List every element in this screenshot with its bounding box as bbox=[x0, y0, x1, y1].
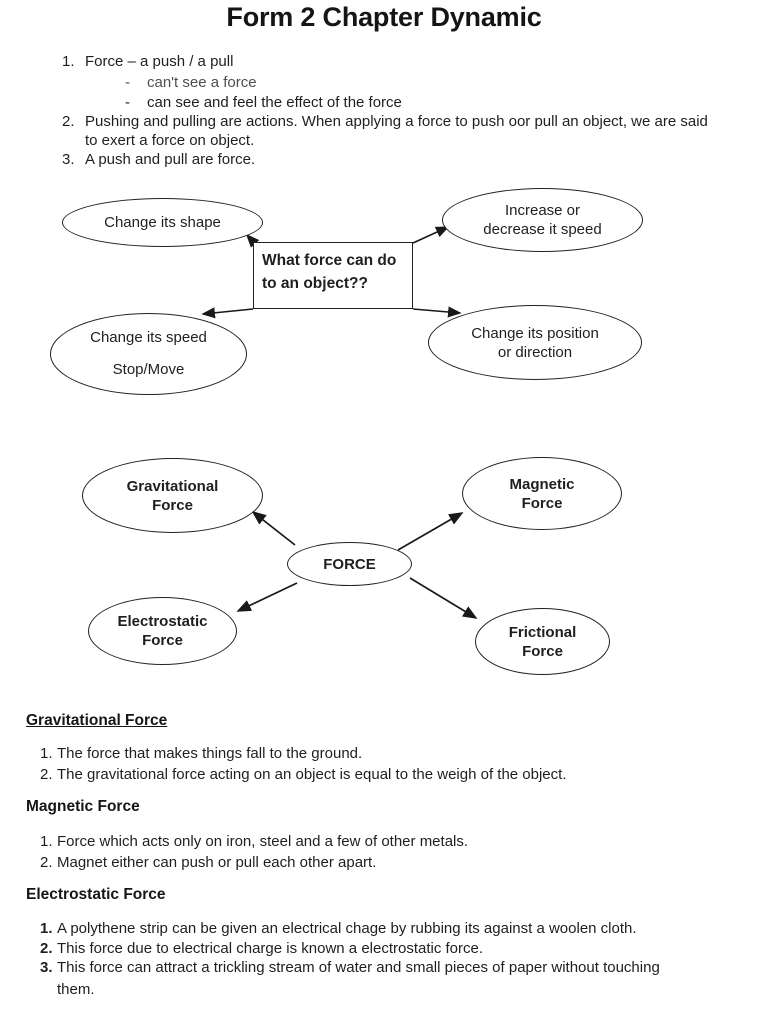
list-item: This force due to electrical charge is k… bbox=[57, 940, 484, 957]
list-item: The force that makes things fall to the … bbox=[57, 745, 363, 762]
list-number: 3. bbox=[40, 959, 53, 976]
section-heading-electrostatic: Electrostatic Force bbox=[26, 886, 166, 903]
center-question-box: What force can do to an object?? bbox=[253, 242, 413, 309]
arrow bbox=[236, 582, 298, 612]
list-item: Force – a push / a pull bbox=[85, 53, 234, 70]
list-item: Force which acts only on iron, steel and… bbox=[57, 833, 469, 850]
arrow bbox=[397, 512, 464, 551]
list-number: 1. bbox=[40, 833, 53, 850]
list-item: This force can attract a trickling strea… bbox=[57, 959, 660, 976]
list-item: Pushing and pulling are actions. When ap… bbox=[85, 113, 708, 130]
list-item-continued: to exert a force on object. bbox=[85, 132, 255, 149]
ellipse-increase-decrease-speed: Increase or decrease it speed bbox=[442, 188, 643, 252]
arrow bbox=[412, 226, 450, 244]
sub-item: can't see a force bbox=[147, 74, 257, 91]
ellipse-gravitational-force: Gravitational Force bbox=[82, 458, 263, 533]
arrow bbox=[201, 307, 254, 319]
ellipse-change-speed-stop-move: Change its speed Stop/Move bbox=[50, 313, 247, 395]
list-number: 1. bbox=[62, 53, 75, 70]
arrow bbox=[251, 510, 296, 546]
list-number: 2. bbox=[62, 113, 75, 130]
list-item: A polythene strip can be given an electr… bbox=[57, 920, 637, 937]
section-heading-magnetic: Magnetic Force bbox=[26, 798, 140, 815]
list-item: The gravitational force acting on an obj… bbox=[57, 766, 567, 783]
sub-item: can see and feel the effect of the force bbox=[147, 94, 402, 111]
arrow bbox=[412, 306, 462, 318]
list-item: Magnet either can push or pull each othe… bbox=[57, 854, 377, 871]
list-number: 1. bbox=[40, 920, 53, 937]
section-heading-gravitational: Gravitational Force bbox=[26, 712, 168, 729]
dash-bullet: - bbox=[125, 94, 130, 111]
ellipse-change-position-direction: Change its position or direction bbox=[428, 305, 642, 380]
ellipse-force-center: FORCE bbox=[287, 542, 412, 586]
list-number: 1. bbox=[40, 745, 53, 762]
ellipse-frictional-force: Frictional Force bbox=[475, 608, 610, 675]
page-title: Form 2 Chapter Dynamic bbox=[226, 2, 542, 32]
list-number: 2. bbox=[40, 854, 53, 871]
dash-bullet: - bbox=[125, 74, 130, 91]
list-number: 3. bbox=[62, 151, 75, 168]
ellipse-magnetic-force: Magnetic Force bbox=[462, 457, 622, 530]
ellipse-electrostatic-force: Electrostatic Force bbox=[88, 597, 237, 665]
list-item-continued: them. bbox=[57, 981, 95, 998]
list-number: 2. bbox=[40, 766, 53, 783]
ellipse-change-shape: Change its shape bbox=[62, 198, 263, 247]
arrow bbox=[409, 577, 478, 619]
list-item: A push and pull are force. bbox=[85, 151, 256, 168]
list-number: 2. bbox=[40, 940, 53, 957]
